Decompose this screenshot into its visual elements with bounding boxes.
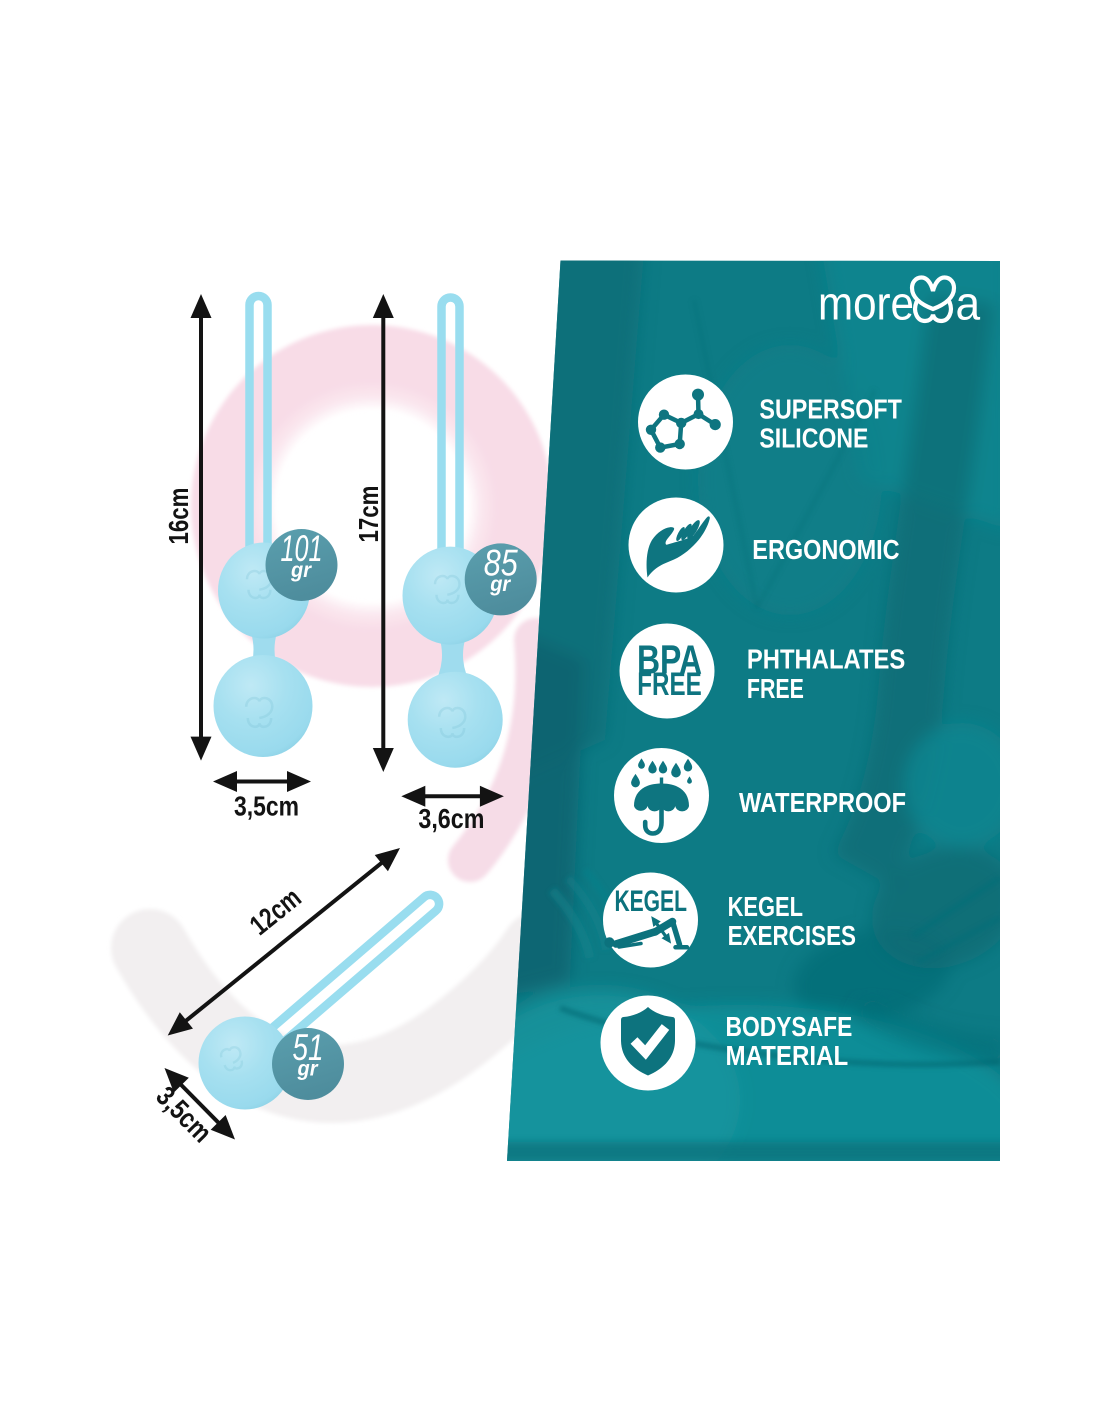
svg-text:FREE: FREE [747, 673, 804, 704]
svg-text:3,5cm: 3,5cm [234, 791, 299, 822]
svg-text:101: 101 [281, 528, 323, 569]
svg-text:PHTHALATES: PHTHALATES [747, 644, 905, 675]
svg-text:MATERIAL: MATERIAL [726, 1040, 849, 1071]
svg-text:KEGEL: KEGEL [728, 891, 803, 922]
svg-text:17cm: 17cm [353, 486, 384, 543]
svg-text:more: more [818, 276, 914, 329]
svg-text:KEGEL: KEGEL [614, 885, 687, 918]
svg-text:FREE: FREE [637, 666, 701, 702]
svg-text:85: 85 [484, 542, 518, 583]
svg-text:gr: gr [290, 559, 313, 582]
svg-text:SILICONE: SILICONE [759, 423, 868, 454]
svg-text:EXERCISES: EXERCISES [728, 920, 856, 951]
svg-text:16cm: 16cm [163, 488, 194, 545]
svg-text:ERGONOMIC: ERGONOMIC [752, 534, 899, 565]
svg-text:WATERPROOF: WATERPROOF [739, 787, 906, 818]
svg-text:BODYSAFE: BODYSAFE [726, 1011, 853, 1042]
svg-text:51: 51 [293, 1027, 324, 1068]
svg-text:SUPERSOFT: SUPERSOFT [759, 393, 902, 424]
svg-text:gr: gr [489, 573, 512, 596]
svg-text:3,6cm: 3,6cm [418, 803, 484, 834]
svg-text:a: a [956, 276, 981, 329]
svg-text:gr: gr [297, 1058, 320, 1081]
svg-text:BPA: BPA [637, 636, 702, 682]
